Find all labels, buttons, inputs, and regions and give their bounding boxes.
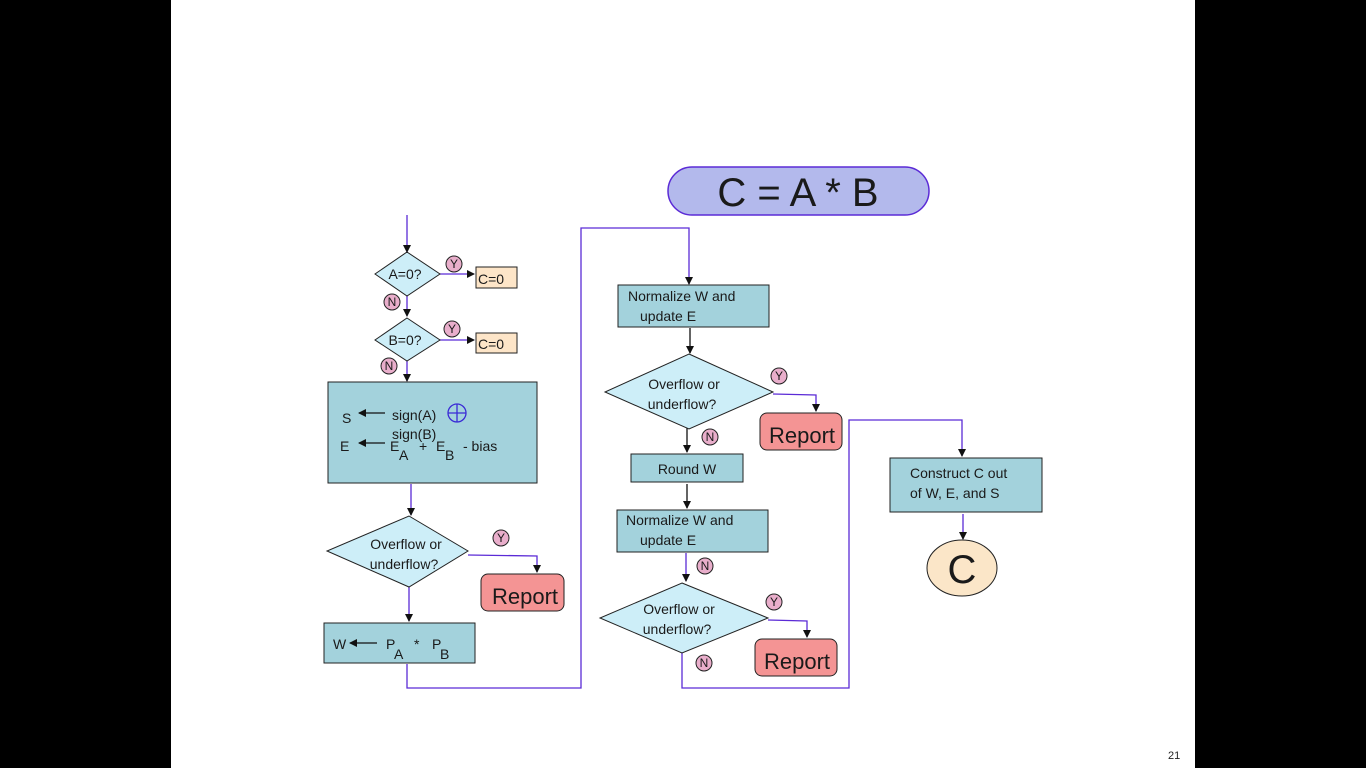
exp-e-label: E [340, 438, 349, 454]
report-box-3: Report [754, 638, 838, 677]
construct-line2: of W, E, and S [910, 485, 1000, 501]
yes-badge: Y [492, 529, 510, 547]
decision-b-zero: B=0? [374, 317, 441, 362]
title-text: C = A * B [717, 171, 878, 215]
overflow-1-line1: Overflow or [370, 536, 442, 552]
pa-label: P [386, 636, 395, 652]
pb-sub-label: B [440, 646, 449, 662]
pb-label: P [432, 636, 441, 652]
construct-line1: Construct C out [910, 465, 1007, 481]
sign-b-label: sign(B) [392, 426, 436, 442]
page-number: 21 [1168, 750, 1181, 762]
slide: C = A * B A=0? C=0 [171, 0, 1195, 768]
svg-text:Y: Y [775, 369, 783, 383]
report-label-2: Report [769, 423, 835, 448]
decision-overflow-2: Overflow or underflow? [603, 353, 775, 430]
report-label-1: Report [492, 584, 558, 609]
round-w-box: Round W [630, 453, 744, 483]
c-zero-box-1: C=0 [475, 266, 518, 289]
xor-circle-icon [447, 403, 467, 423]
normalize-1-line2: update E [640, 308, 696, 324]
report-label-3: Report [764, 649, 830, 674]
svg-text:N: N [388, 295, 397, 309]
construct-box: Construct C out of W, E, and S [889, 457, 1043, 513]
decision-a-zero: A=0? [374, 251, 441, 297]
yes-badge: Y [770, 367, 788, 385]
no-badge: N [701, 428, 719, 446]
w-product-box: W P A * P B [323, 622, 476, 664]
exp-bias-label: - bias [463, 438, 497, 454]
exp-ea-label: E [390, 438, 399, 454]
svg-text:Y: Y [450, 257, 458, 271]
report-box-1: Report [480, 573, 565, 612]
pa-sub-label: A [394, 646, 404, 662]
no-badge: N [696, 557, 714, 575]
connectors [403, 215, 967, 689]
no-badge: N [380, 357, 398, 375]
title-banner: C = A * B [667, 166, 930, 216]
yes-badge: Y [445, 255, 463, 273]
c-zero-label-2: C=0 [478, 336, 504, 352]
no-badge: N [383, 293, 401, 311]
exp-plus-label: + [419, 438, 427, 454]
overflow-2-line2: underflow? [648, 396, 717, 412]
normalize-box-1: Normalize W and update E [617, 284, 770, 328]
svg-text:N: N [701, 559, 710, 573]
overflow-1-line2: underflow? [370, 556, 439, 572]
svg-text:N: N [706, 430, 715, 444]
no-badge: N [695, 654, 713, 672]
c-zero-box-2: C=0 [475, 332, 518, 354]
flowchart-diagram: C = A * B A=0? C=0 [323, 166, 1043, 689]
svg-text:N: N [700, 656, 709, 670]
c-zero-label-1: C=0 [478, 271, 504, 287]
decision-overflow-3: Overflow or underflow? [598, 582, 770, 654]
result-label: C [948, 548, 977, 592]
svg-text:N: N [385, 359, 394, 373]
yes-badge: Y [765, 593, 783, 611]
report-box-2: Report [759, 412, 843, 451]
sign-s-label: S [342, 410, 351, 426]
sign-a-label: sign(A) [392, 407, 436, 423]
badges: Y N Y N Y Y N N Y N [380, 255, 788, 672]
svg-text:Y: Y [497, 531, 505, 545]
decision-b-label: B=0? [388, 332, 421, 348]
overflow-3-line1: Overflow or [643, 601, 715, 617]
times-label: * [414, 636, 420, 652]
w-label: W [333, 636, 347, 652]
normalize-2-line1: Normalize W and [626, 512, 733, 528]
normalize-1-line1: Normalize W and [628, 288, 735, 304]
round-w-label: Round W [658, 461, 717, 477]
overflow-3-line2: underflow? [643, 621, 712, 637]
decision-a-label: A=0? [388, 266, 421, 282]
yes-badge: Y [443, 320, 461, 338]
normalize-2-line2: update E [640, 532, 696, 548]
svg-text:Y: Y [770, 595, 778, 609]
result-terminal: C [926, 539, 998, 597]
exp-eb-label: E [436, 438, 445, 454]
exp-sub-a-label: A [399, 447, 409, 463]
normalize-box-2: Normalize W and update E [616, 509, 769, 553]
overflow-2-line1: Overflow or [648, 376, 720, 392]
sign-exponent-box: S sign(A) sign(B) E E A + E B - bias [327, 381, 538, 484]
decision-overflow-1: Overflow or underflow? [325, 515, 469, 588]
svg-text:Y: Y [448, 322, 456, 336]
exp-sub-b-label: B [445, 447, 454, 463]
